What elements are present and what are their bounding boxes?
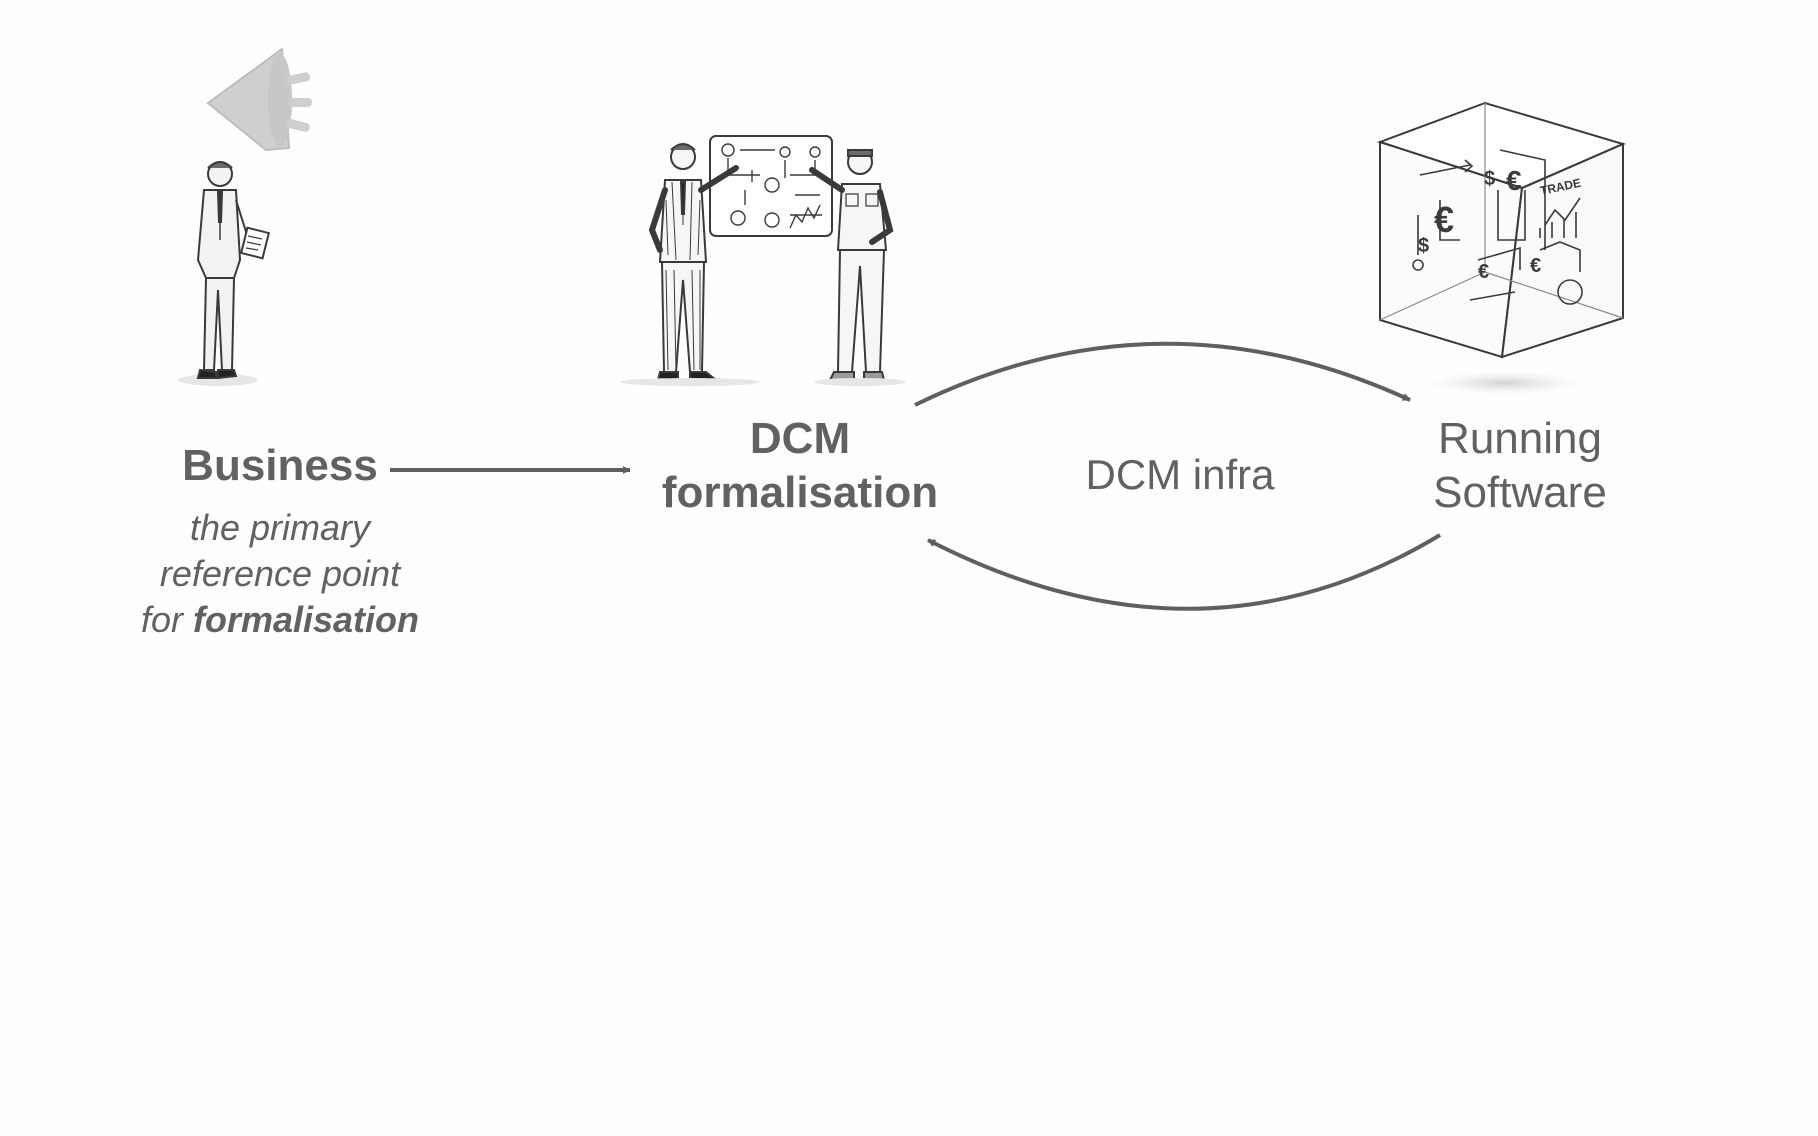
dcm-formalisation-label: DCM formalisation (640, 412, 960, 520)
running-software-label: Running Software (1400, 412, 1640, 520)
arrows (390, 341, 1442, 611)
svg-text:€: € (1478, 261, 1489, 283)
arrow-software-to-dcm (927, 533, 1442, 611)
business-subtitle-line2: reference point (159, 553, 401, 594)
whiteboard-team-icon (620, 135, 906, 386)
business-subtitle-line1: the primary (189, 507, 371, 548)
business-subtitle-line3: for formalisation (110, 597, 450, 643)
svg-text:€: € (1506, 165, 1522, 196)
svg-text:$: $ (1418, 235, 1429, 257)
software-line1: Running (1438, 414, 1602, 463)
business-subtitle-line3-bold: formalisation (192, 599, 420, 640)
dcm-title-line1: DCM (749, 414, 851, 463)
business-person-icon (178, 161, 271, 386)
software-cube-icon: € $ € € $ € TRADE (1376, 101, 1626, 395)
svg-text:€: € (1530, 255, 1541, 277)
megaphone-icon (206, 47, 312, 152)
svg-text:€: € (1434, 199, 1454, 240)
business-subtitle: the primary reference point for formalis… (110, 505, 450, 643)
business-label: Business (182, 441, 378, 490)
business-subtitle-line3-prefix: for (140, 599, 193, 640)
dcm-title-line2: formalisation (661, 468, 939, 517)
svg-text:$: $ (1484, 168, 1495, 190)
arrow-dcm-to-software (914, 341, 1411, 407)
dcm-infra-label: DCM infra (1085, 451, 1275, 498)
software-line2: Software (1433, 468, 1607, 517)
